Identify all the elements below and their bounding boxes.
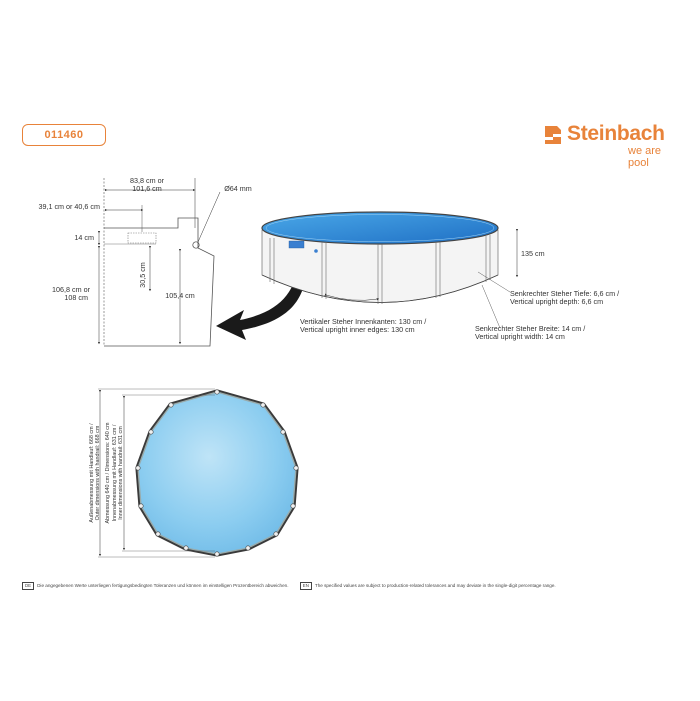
total-height-label-1: 106,8 cm or (52, 285, 91, 294)
upright-width-label-de: Senkrechter Steher Breite: 14 cm / (475, 324, 585, 333)
upright-width-label-en: Vertical upright width: 14 cm (475, 332, 565, 341)
steinbach-logo-icon (545, 126, 561, 144)
pool-handrail-inner (265, 214, 495, 242)
upright-depth-label-de: Senkrechter Steher Tiefe: 6,6 cm / (510, 289, 619, 298)
top-width-label-2: 101,6 cm (132, 184, 162, 193)
gap-label: 14 cm (74, 233, 94, 242)
side-profile-view: 83,8 cm or 101,6 cm Ø64 mm 39,1 cm or 40… (38, 176, 252, 347)
left-offset-label: 39,1 cm or 40,6 cm (38, 202, 100, 211)
upright-height-label: 105,4 cm (165, 291, 195, 300)
dimension-label-1: Abmessung 640 cm / Dimensions: 640 cm (105, 422, 111, 523)
de-badge: DE (22, 582, 35, 590)
connector-arrow-icon (216, 262, 307, 340)
pool-uprights (269, 235, 491, 304)
top-extension-lines (98, 388, 215, 558)
product-code-badge: 011460 (22, 124, 106, 146)
de-note: Die angegebenen Werte unterliegen fertig… (37, 583, 289, 588)
inner-edges-label-en: Vertical upright inner edges: 130 cm (300, 325, 415, 334)
wall-profile-outline (104, 217, 215, 347)
outer-dimension-label-1: Außenabmessung mit Handlauf: 668 cm / (89, 423, 95, 523)
inner-edges-dimension (324, 293, 380, 301)
pipe-circle (192, 241, 200, 249)
total-height-label-2: 108 cm (64, 293, 88, 302)
brand-tagline: we are pool (628, 145, 662, 169)
pool-water-surface (261, 211, 499, 245)
en-badge: EN (299, 582, 312, 590)
pool-bottom-edge (261, 274, 499, 303)
top-width-label-1: 83,8 cm or (130, 176, 165, 185)
upright-depth-label-en: Vertical upright depth: 6,6 cm (510, 297, 603, 306)
brand-logo: Steinbach we are pool (543, 122, 683, 169)
pool-top-view: Außenabmessung mit Handlauf: 668 cm / Ou… (89, 388, 299, 558)
skimmer-box (288, 240, 305, 249)
pipe-leader-line (197, 191, 221, 243)
depth-leader (477, 271, 511, 293)
top-upright-joints (135, 389, 299, 557)
inner-edges-label-de: Vertikaler Steher Innenkanten: 130 cm / (300, 317, 426, 326)
width-leader (481, 284, 501, 329)
pool-3d-view: 135 cm Senkrechter Steher Tiefe: 6,6 cm … (261, 211, 619, 341)
inner-height-label: 30,5 cm (138, 262, 147, 288)
inner-upright-rect (127, 232, 157, 244)
dimension-label-3: Inner dimensions with handrail: 631 cm (118, 426, 124, 520)
return-nozzle (314, 249, 318, 253)
outer-dimension-label-2: Outer dimensions with handrail: 668 cm (95, 425, 101, 520)
pipe-diameter-label: Ø64 mm (224, 184, 252, 193)
en-note: The specified values are subject to prod… (314, 583, 556, 588)
dimension-label-2: Innenabmessung mit Handlauf: 631 cm / (112, 424, 118, 521)
brand-name: Steinbach (567, 122, 665, 145)
pool-height-label: 135 cm (521, 249, 545, 258)
